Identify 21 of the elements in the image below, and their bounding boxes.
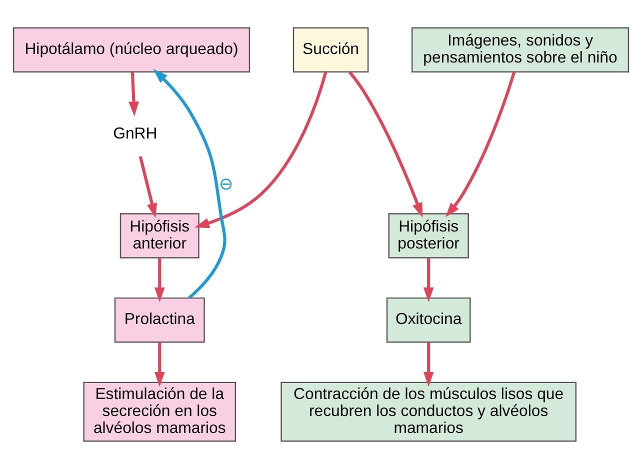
node-box: Imágenes, sonidos y pensamientos sobre el niño bbox=[411, 27, 630, 73]
arrow bbox=[348, 71, 423, 218]
edge-label: ⊖ bbox=[219, 174, 234, 194]
node-box: Hipófisis anterior bbox=[120, 213, 200, 258]
arrow bbox=[154, 342, 165, 387]
node-box: Hipotálamo (núcleo arqueado) bbox=[12, 27, 250, 73]
arrow bbox=[423, 258, 434, 302]
arrow bbox=[128, 72, 139, 116]
arrow bbox=[194, 72, 328, 228]
arrow bbox=[154, 258, 165, 302]
arrow bbox=[138, 156, 158, 218]
node-box: Hipófisis posterior bbox=[388, 213, 469, 258]
arrow bbox=[423, 342, 434, 387]
node-text: GnRH bbox=[113, 125, 158, 142]
arrow bbox=[446, 72, 516, 218]
node-box: Succión bbox=[292, 27, 369, 73]
node-box: Prolactina bbox=[114, 297, 205, 343]
node-box: Estimulación de la secreción en los alvéolos mamarios bbox=[83, 382, 236, 442]
arrow bbox=[153, 68, 226, 300]
node-box: Oxitocina bbox=[386, 297, 471, 343]
node-box: Contracción de los músculos lisos que recubren los conductos y alvéolos mamarios bbox=[280, 382, 577, 442]
